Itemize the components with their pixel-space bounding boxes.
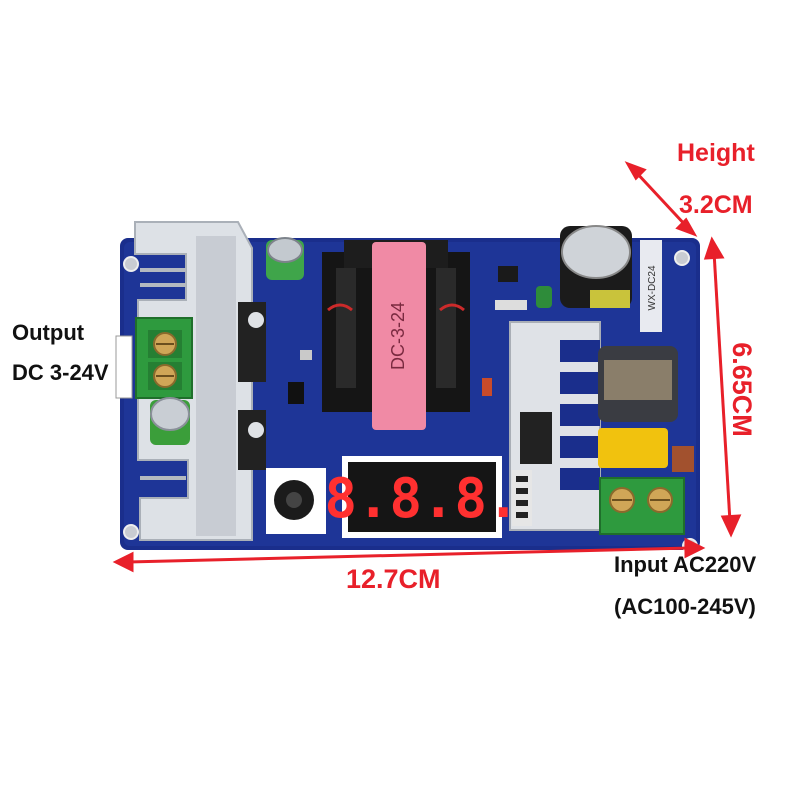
- model-marking: WX-DC24: [647, 265, 658, 310]
- side-dimension-label: 6.65CM: [726, 342, 757, 437]
- mount-hole-icon: [674, 250, 690, 266]
- potentiometer: [266, 468, 326, 534]
- x-capacitor: [598, 428, 668, 468]
- height-arrow: [624, 161, 698, 237]
- side-dimension-arrow: [703, 236, 742, 538]
- left-heatsink: [134, 221, 266, 541]
- display-digits: 8.8.8.: [324, 467, 519, 530]
- resistor-array: [512, 470, 532, 526]
- output-capacitor: [150, 397, 190, 445]
- output-label: Output: [12, 320, 85, 345]
- height-value: 3.2CM: [679, 191, 753, 219]
- transformer-marking: DC-3-24: [388, 302, 408, 370]
- input-range-label: (AC100-245V): [614, 594, 756, 619]
- input-terminal-block: [599, 477, 685, 535]
- width-dimension-arrow: [112, 537, 706, 573]
- mount-hole-icon: [123, 524, 139, 540]
- transformer-label-tape: [372, 242, 426, 430]
- output-terminal-block: [135, 317, 193, 399]
- height-title: Height: [677, 139, 755, 167]
- input-capacitor: [560, 225, 632, 308]
- transformer: DC-3-24: [322, 240, 470, 430]
- output-voltage-label: DC 3-24V: [12, 360, 109, 385]
- width-dimension-label: 12.7CM: [346, 564, 441, 594]
- small-capacitor: [266, 237, 304, 280]
- mount-hole-icon: [123, 256, 139, 272]
- input-label: Input AC220V: [614, 552, 757, 577]
- led-voltage-display: 8.8.8.: [324, 456, 520, 538]
